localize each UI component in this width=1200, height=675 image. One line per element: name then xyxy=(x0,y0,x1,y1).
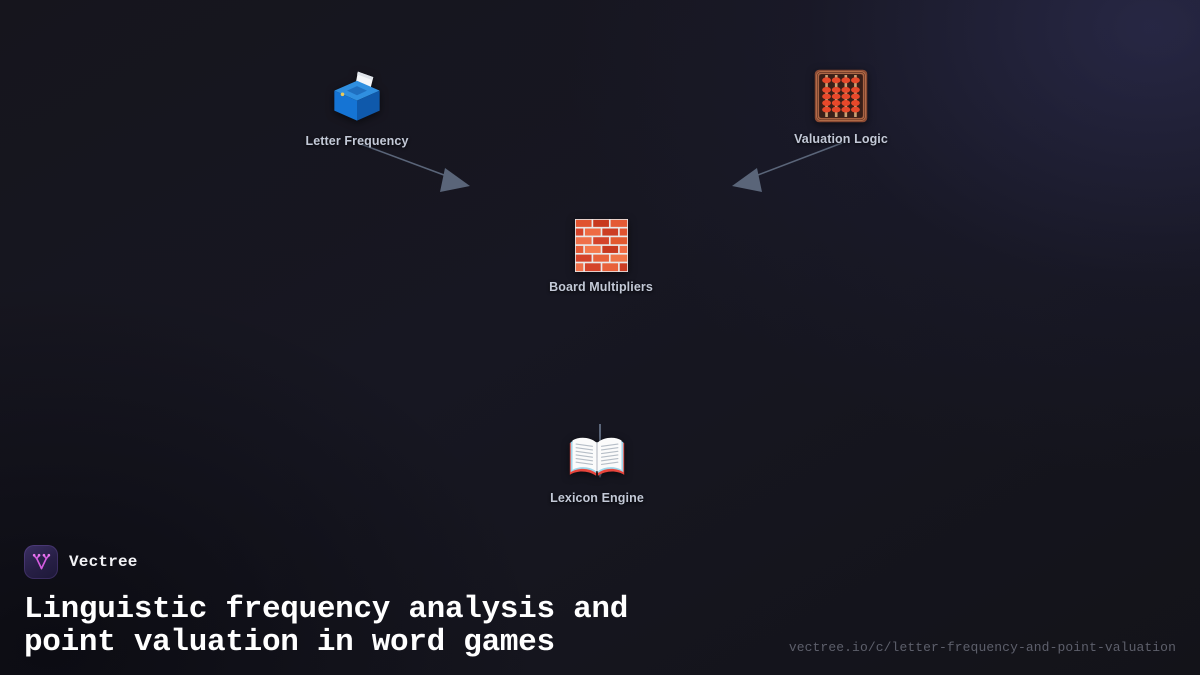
graph-node-letter-frequency[interactable]: Letter Frequency xyxy=(272,68,442,148)
page-title: Linguistic frequency analysis and point … xyxy=(24,591,629,660)
brand-name: Vectree xyxy=(69,552,138,571)
graph-node-label: Valuation Logic xyxy=(794,132,888,146)
graph-node-label: Letter Frequency xyxy=(305,134,409,148)
footer-main: Linguistic frequency analysis and point … xyxy=(24,593,1176,659)
footer: Vectree Linguistic frequency analysis an… xyxy=(0,544,1200,675)
graph-node-valuation-logic[interactable]: Valuation Logic xyxy=(756,68,926,146)
graph-node-board-multipliers[interactable]: Board Multipliers xyxy=(516,219,686,294)
graph-node-label: Board Multipliers xyxy=(549,280,653,294)
vectree-tree-logo-icon xyxy=(32,554,50,570)
brick-icon xyxy=(574,219,628,272)
page-url: vectree.io/c/letter-frequency-and-point-… xyxy=(788,640,1176,655)
graph-node-lexicon-engine[interactable]: Lexicon Engine xyxy=(512,425,682,505)
ballot-box-icon xyxy=(334,71,380,121)
edge-valuation-logic-to-board-multipliers xyxy=(732,142,843,192)
abacus-icon xyxy=(814,69,868,123)
open-book-icon xyxy=(569,437,625,476)
graph-node-label: Lexicon Engine xyxy=(550,491,644,505)
vectree-logo xyxy=(24,544,58,579)
brand-row: Vectree xyxy=(24,544,1176,579)
edge-letter-frequency-to-board-multipliers xyxy=(357,142,470,192)
